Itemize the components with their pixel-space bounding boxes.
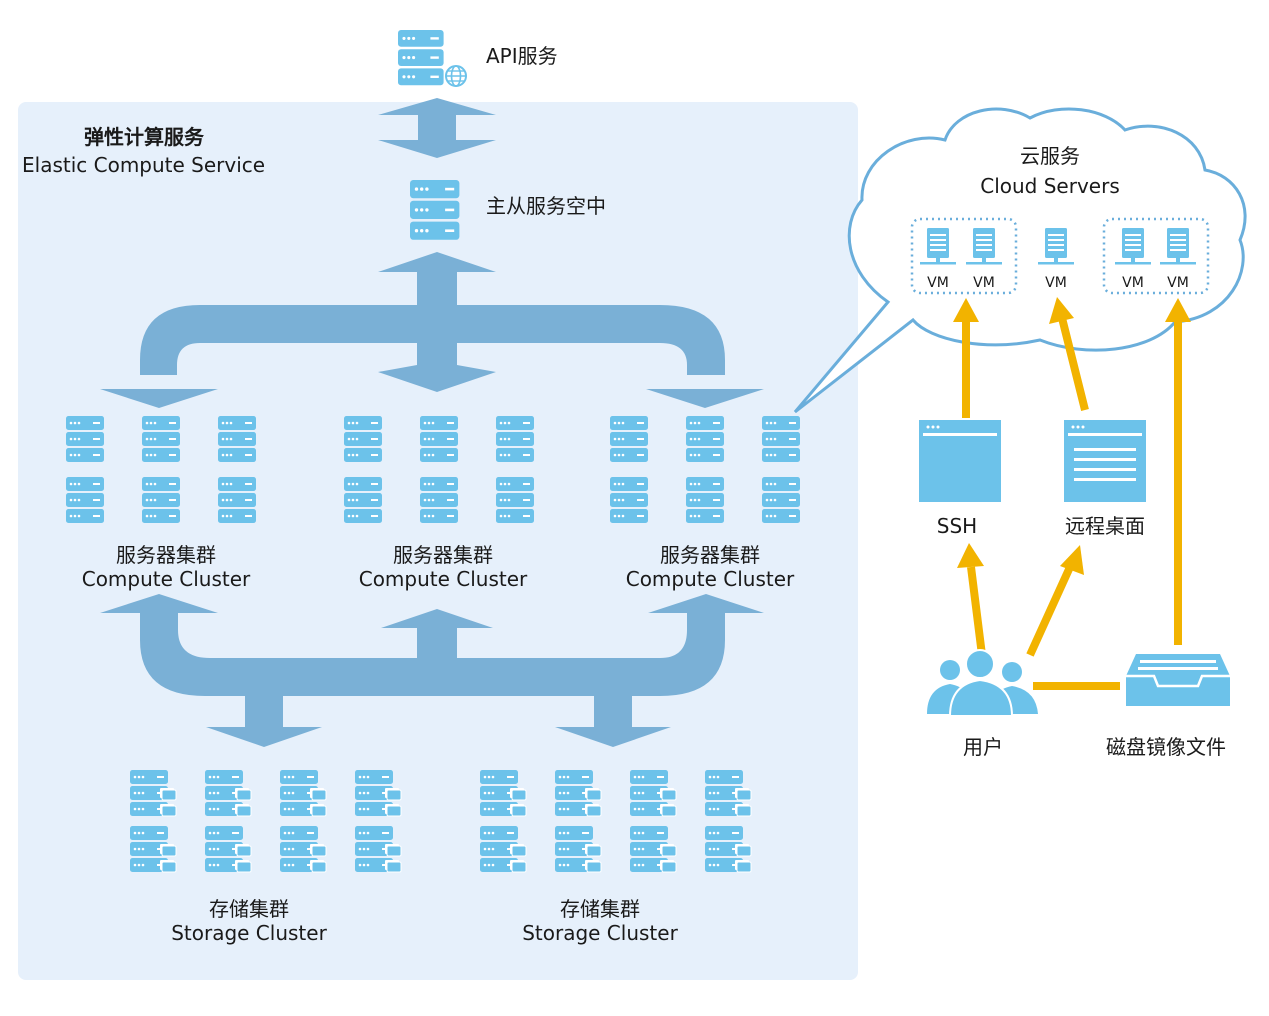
compute-cluster-1-label-en: Compute Cluster: [81, 567, 251, 591]
api-master-double-arrow: [378, 98, 496, 158]
compute-cluster-2-label-cn: 服务器集群: [393, 543, 493, 567]
vm-label: VM: [973, 275, 995, 291]
api-service-label: API服务: [486, 44, 558, 68]
compute-cluster-2-label-en: Compute Cluster: [358, 567, 528, 591]
remote-desktop-icon: [1064, 420, 1146, 502]
access-connector-arrowheads: [953, 297, 1191, 575]
ecs-title-en: Elastic Compute Service: [22, 153, 266, 177]
compute-cluster-3-label-cn: 服务器集群: [660, 543, 760, 567]
storage-cluster-1-label-en: Storage Cluster: [171, 921, 327, 945]
vm-label: VM: [927, 275, 949, 291]
vm-label: VM: [1045, 275, 1067, 291]
api-server-icon: [398, 30, 468, 88]
vm-group-right: [1102, 217, 1210, 295]
storage-cluster-1-label-cn: 存储集群: [209, 897, 289, 921]
compute-cluster-1-label-cn: 服务器集群: [116, 543, 216, 567]
users-icon: [927, 649, 1038, 717]
compute-cluster-3-label-en: Compute Cluster: [625, 567, 795, 591]
ssh-window-icon: [919, 420, 1001, 502]
master-server-icon: [410, 180, 460, 240]
users-label: 用户: [963, 735, 1003, 759]
vm-group-left: [910, 217, 1018, 295]
disk-image-icon: [1126, 654, 1230, 706]
storage-distribution-arrow: [100, 594, 764, 747]
master-server-label: 主从服务空中: [486, 194, 606, 218]
disk-image-label: 磁盘镜像文件: [1106, 735, 1226, 759]
ecs-title-cn: 弹性计算服务: [84, 125, 204, 149]
ssh-label: SSH: [936, 514, 978, 538]
cloud-servers-bubble: [793, 107, 1247, 414]
vm-label: VM: [1167, 275, 1189, 291]
remote-desktop-label: 远程桌面: [1065, 514, 1145, 538]
storage-cluster-2-label-en: Storage Cluster: [522, 921, 678, 945]
storage-cluster-2-label-cn: 存储集群: [560, 897, 640, 921]
compute-distribution-arrow: [100, 252, 764, 408]
cloud-title-en: Cloud Servers: [980, 174, 1120, 198]
cloud-title-cn: 云服务: [1020, 144, 1080, 168]
vm-label: VM: [1122, 275, 1144, 291]
access-connectors: [962, 317, 1182, 690]
